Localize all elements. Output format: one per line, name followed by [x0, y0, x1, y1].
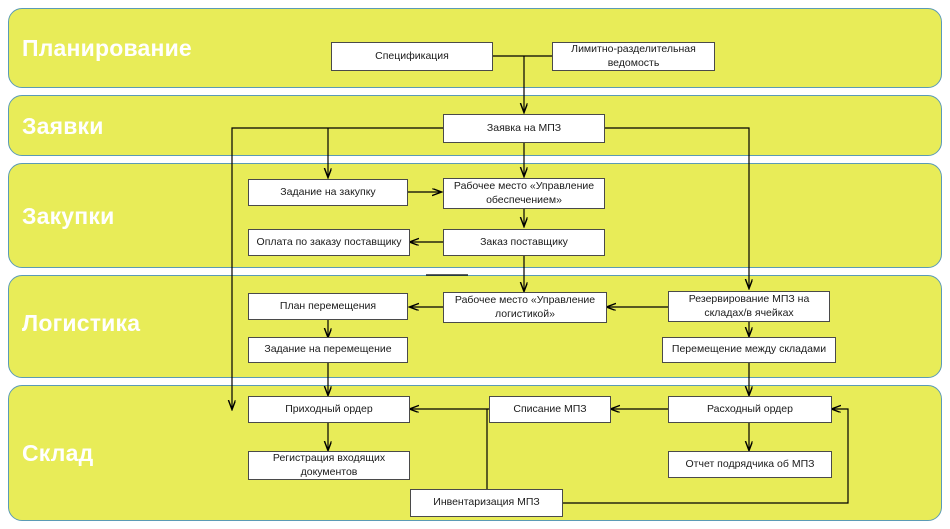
node-issue-order[interactable]: Расходный ордер [668, 396, 832, 423]
node-workplace-supply[interactable]: Рабочее место «Управление обеспечением» [443, 178, 605, 209]
node-reservation-mpz[interactable]: Резервирование МПЗ на складах/в ячейках [668, 291, 830, 322]
node-label: Перемещение между складами [671, 343, 827, 356]
node-label: Приходный ордер [285, 402, 373, 415]
node-label: Инвентаризация МПЗ [433, 496, 540, 509]
band-label-planning: Планирование [22, 35, 192, 61]
node-transfer-warehouses[interactable]: Перемещение между складами [662, 337, 836, 363]
node-payment-order[interactable]: Оплата по заказу поставщику [248, 229, 410, 256]
band-label-logistics: Логистика [22, 310, 141, 336]
node-label: План перемещения [279, 299, 377, 312]
band-label-requests: Заявки [22, 113, 104, 139]
node-contractor-report[interactable]: Отчет подрядчика об МПЗ [668, 451, 832, 478]
node-label: Расходный ордер [707, 402, 793, 415]
node-writeoff-mpz[interactable]: Списание МПЗ [489, 396, 611, 423]
node-label: Заявка на МПЗ [486, 121, 562, 134]
node-label: Оплата по заказу поставщику [256, 235, 402, 248]
node-workplace-logistics[interactable]: Рабочее место «Управление логистикой» [443, 292, 607, 323]
node-request-mpz[interactable]: Заявка на МПЗ [443, 114, 605, 143]
node-movement-task[interactable]: Задание на перемещение [248, 337, 408, 363]
node-incoming-docs[interactable]: Регистрация входящих документов [248, 451, 410, 480]
node-label: Лимитно-разделительная ведомость [571, 43, 696, 69]
band-label-purchase: Закупки [22, 203, 115, 229]
node-movement-plan[interactable]: План перемещения [248, 293, 408, 320]
node-label: Списание МПЗ [513, 402, 587, 415]
node-receipt-order[interactable]: Приходный ордер [248, 396, 410, 423]
node-supplier-order[interactable]: Заказ поставщику [443, 229, 605, 256]
node-label: Резервирование МПЗ на складах/в ячейках [688, 293, 810, 319]
node-label: Рабочее место «Управление обеспечением» [453, 180, 595, 206]
node-inventory-mpz[interactable]: Инвентаризация МПЗ [410, 489, 563, 517]
node-label: Спецификация [375, 49, 449, 62]
node-purchase-task[interactable]: Задание на закупку [248, 179, 408, 206]
band-label-warehouse: Склад [22, 440, 94, 466]
node-limit-sheet[interactable]: Лимитно-разделительная ведомость [552, 42, 715, 71]
node-label: Отчет подрядчика об МПЗ [685, 457, 815, 470]
node-label: Регистрация входящих документов [272, 452, 386, 478]
node-specification[interactable]: Спецификация [331, 42, 493, 71]
node-label: Задание на закупку [280, 185, 376, 198]
node-label: Задание на перемещение [264, 343, 392, 356]
node-label: Заказ поставщику [480, 235, 568, 248]
node-label: Рабочее место «Управление логистикой» [454, 294, 596, 320]
